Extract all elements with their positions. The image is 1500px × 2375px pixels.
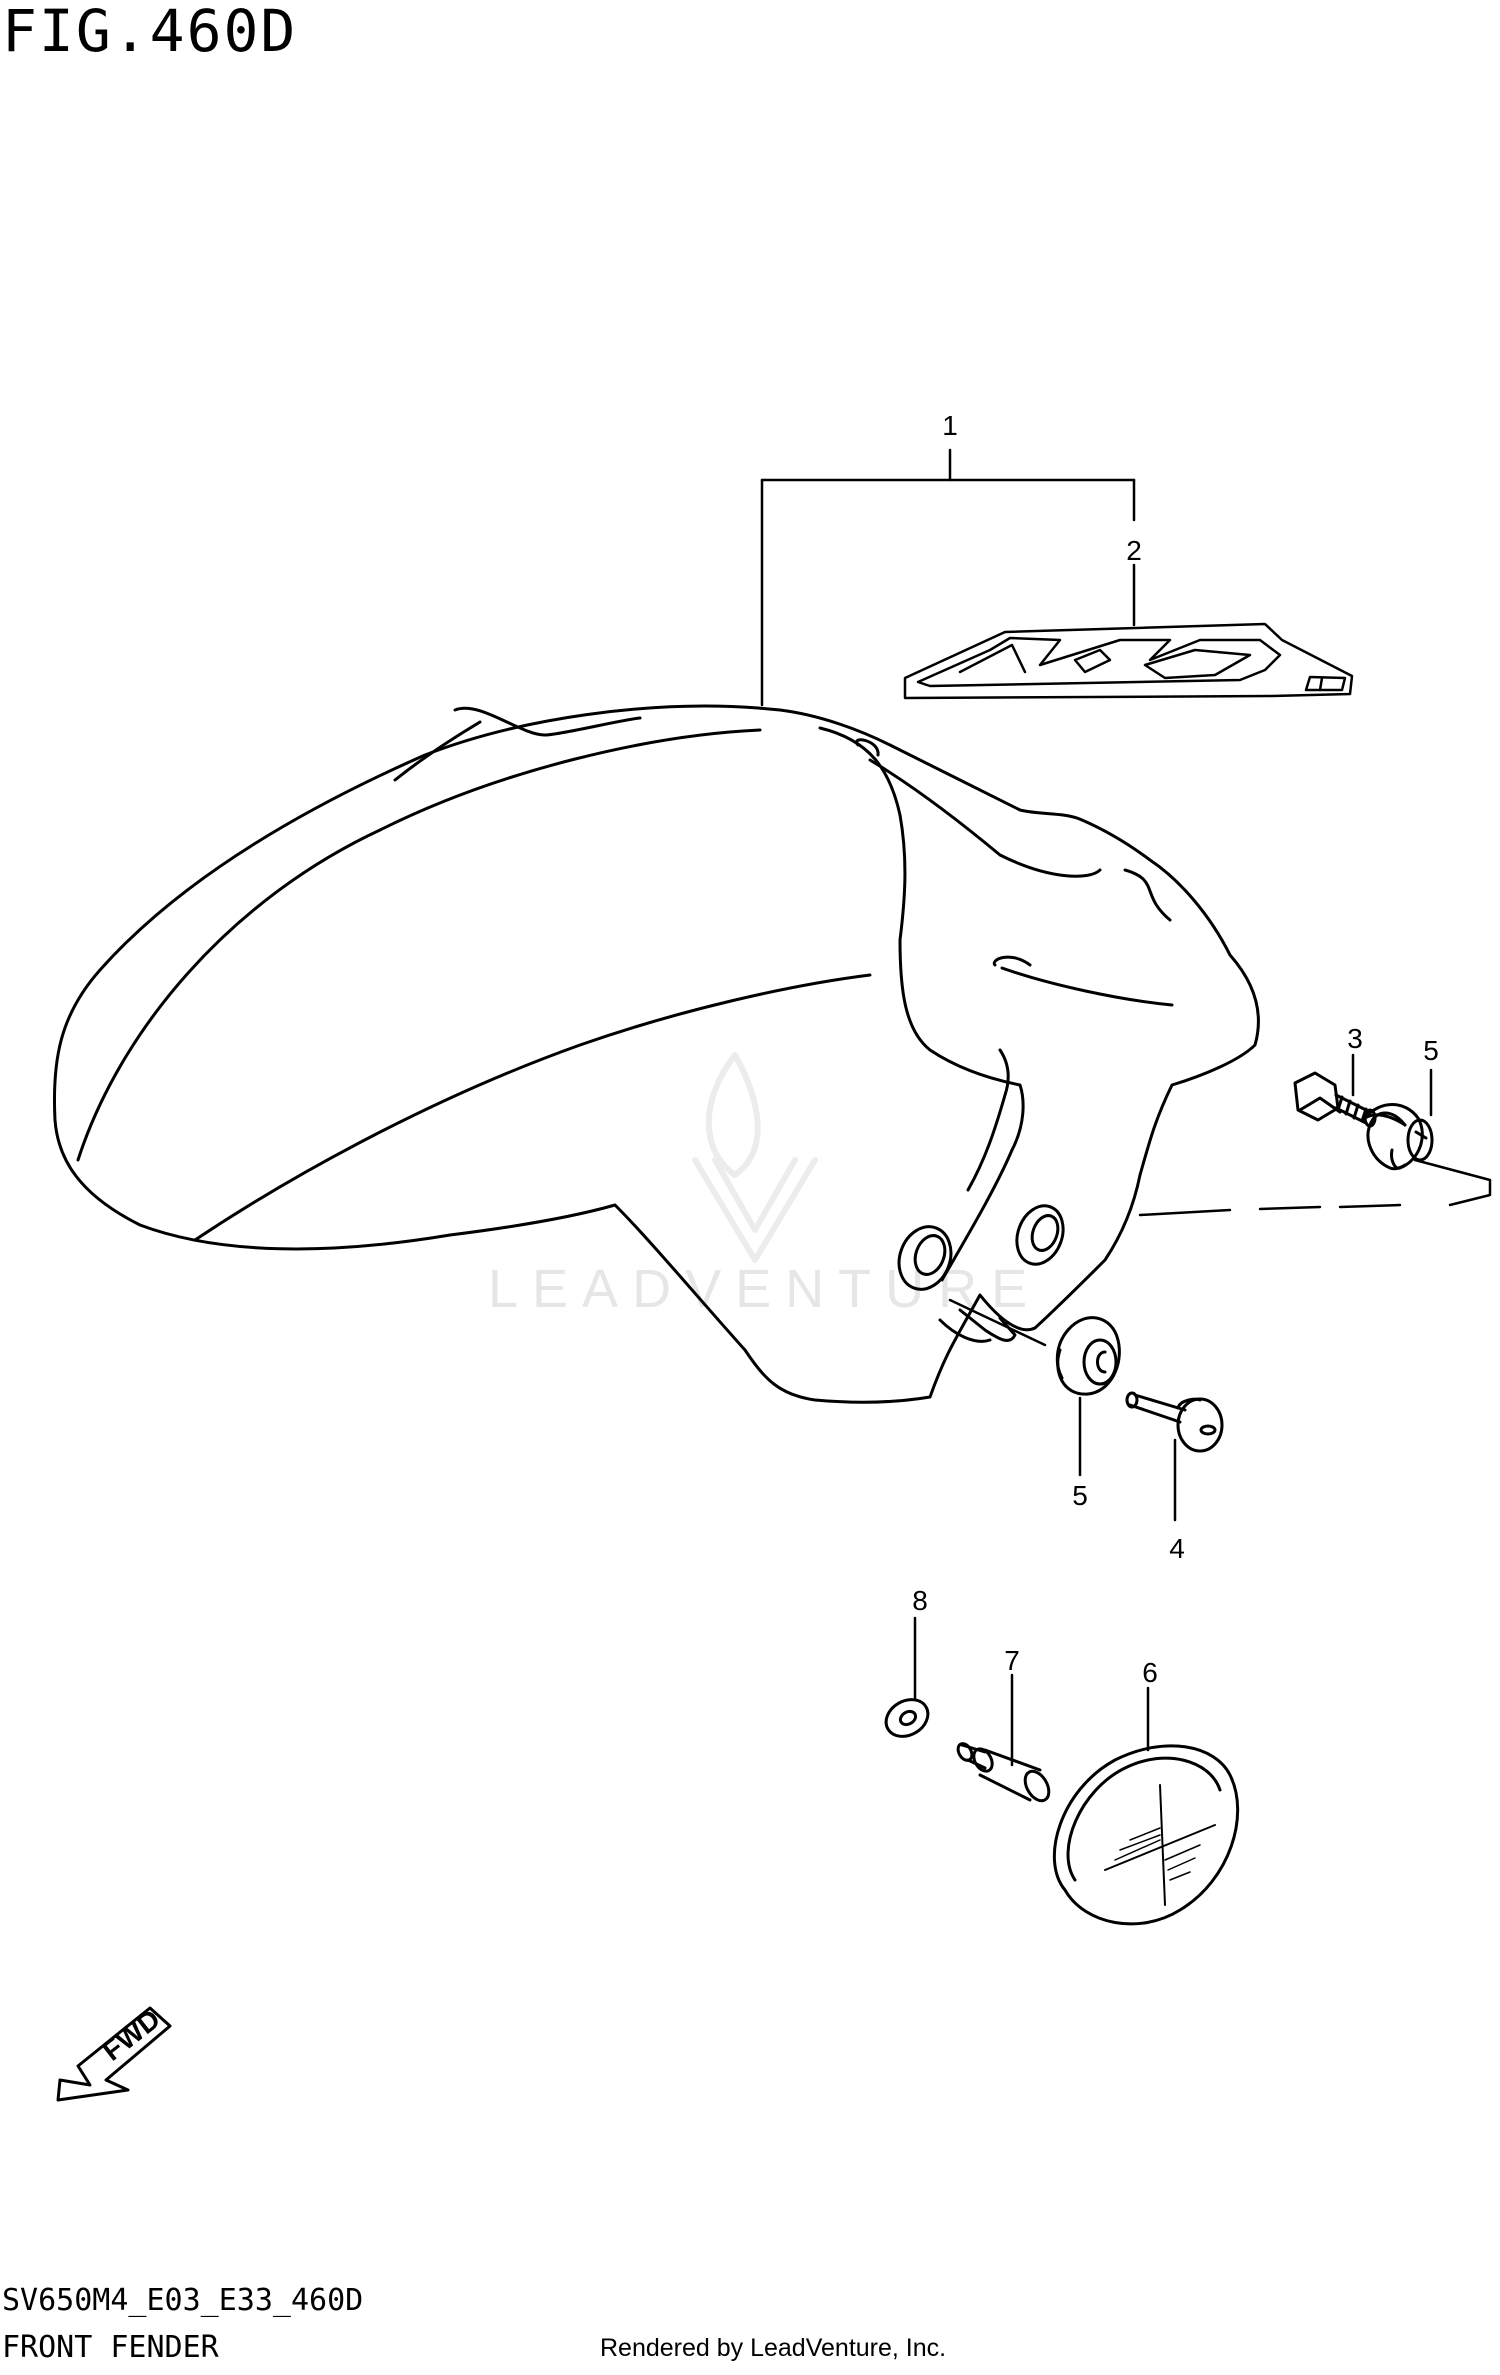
abs-emblem <box>903 622 1354 700</box>
rendered-by: Rendered by LeadVenture, Inc. <box>600 2334 947 2362</box>
figure-name: FRONT FENDER <box>2 2330 219 2365</box>
fwd-arrow-icon <box>56 2006 172 2102</box>
grommet-lower <box>1055 1316 1121 1396</box>
screw-part-4 <box>1125 1391 1224 1453</box>
callout-5-lower: 5 <box>1072 1480 1088 1511</box>
callout-6: 6 <box>1142 1657 1158 1688</box>
front-fender <box>52 704 1260 1404</box>
collar-part-7 <box>956 1742 1051 1803</box>
grommet-right <box>1363 1103 1434 1171</box>
callout-1: 1 <box>942 410 958 441</box>
model-code: SV650M4_E03_E33_460D <box>2 2283 364 2318</box>
washer-part-8 <box>884 1698 930 1738</box>
callout-8: 8 <box>912 1585 928 1616</box>
callout-3: 3 <box>1347 1023 1363 1054</box>
figure-title: FIG.460D <box>2 0 298 65</box>
watermark-logo <box>692 1052 818 1263</box>
cap-part-6 <box>1052 1744 1240 1926</box>
callout-7: 7 <box>1004 1645 1020 1676</box>
callout-5-right: 5 <box>1423 1035 1439 1066</box>
callout-2: 2 <box>1126 535 1142 566</box>
leader-lines <box>760 448 1492 1767</box>
callout-4: 4 <box>1169 1533 1185 1564</box>
bolt-part-3 <box>1293 1071 1377 1128</box>
